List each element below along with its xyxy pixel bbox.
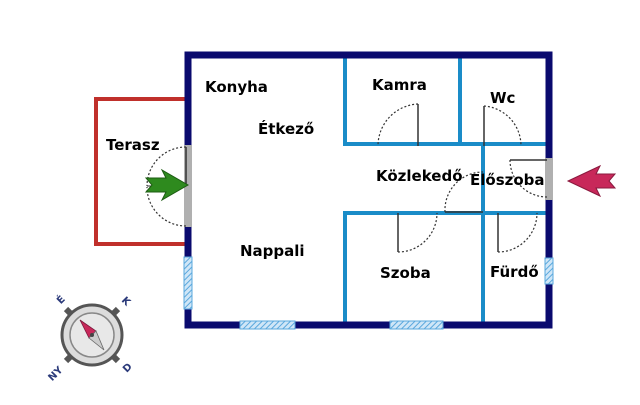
door-wc-swing	[483, 105, 522, 147]
window-left	[183, 256, 193, 310]
room-label-kozlekedo: Közlekedő	[376, 167, 463, 185]
compass-label-south: D	[121, 361, 135, 375]
room-label-furdo: Fürdő	[490, 263, 539, 281]
compass: É K D NY	[47, 293, 135, 384]
room-label-kamra: Kamra	[372, 76, 427, 94]
room-label-terasz: Terasz	[106, 136, 160, 154]
entry-door-frame	[545, 158, 553, 200]
window-bottom-right	[389, 320, 444, 330]
window-right	[544, 257, 554, 285]
inner-walls	[343, 55, 549, 325]
room-label-nappali: Nappali	[240, 242, 305, 260]
door-szoba-swing	[397, 212, 438, 253]
room-label-konyha: Konyha	[205, 78, 268, 96]
room-label-wc: Wc	[490, 89, 515, 107]
door-furdo-swing	[497, 212, 538, 253]
compass-label-west: NY	[47, 364, 66, 383]
room-label-eloszoba: Előszoba	[470, 171, 545, 189]
compass-label-east: K	[119, 295, 133, 309]
window-bottom-left	[239, 320, 296, 330]
compass-label-north: É	[54, 293, 68, 307]
terrace-entry-arrow	[144, 168, 190, 202]
room-label-szoba: Szoba	[380, 264, 431, 282]
entry-door-swing	[509, 159, 548, 198]
main-entry-arrow	[566, 164, 617, 198]
windows	[183, 256, 554, 330]
room-label-etkezo: Étkező	[258, 119, 314, 138]
door-kamra-swing	[377, 103, 419, 147]
terrace-door-frame	[184, 145, 192, 227]
terrace-outline	[94, 97, 187, 246]
